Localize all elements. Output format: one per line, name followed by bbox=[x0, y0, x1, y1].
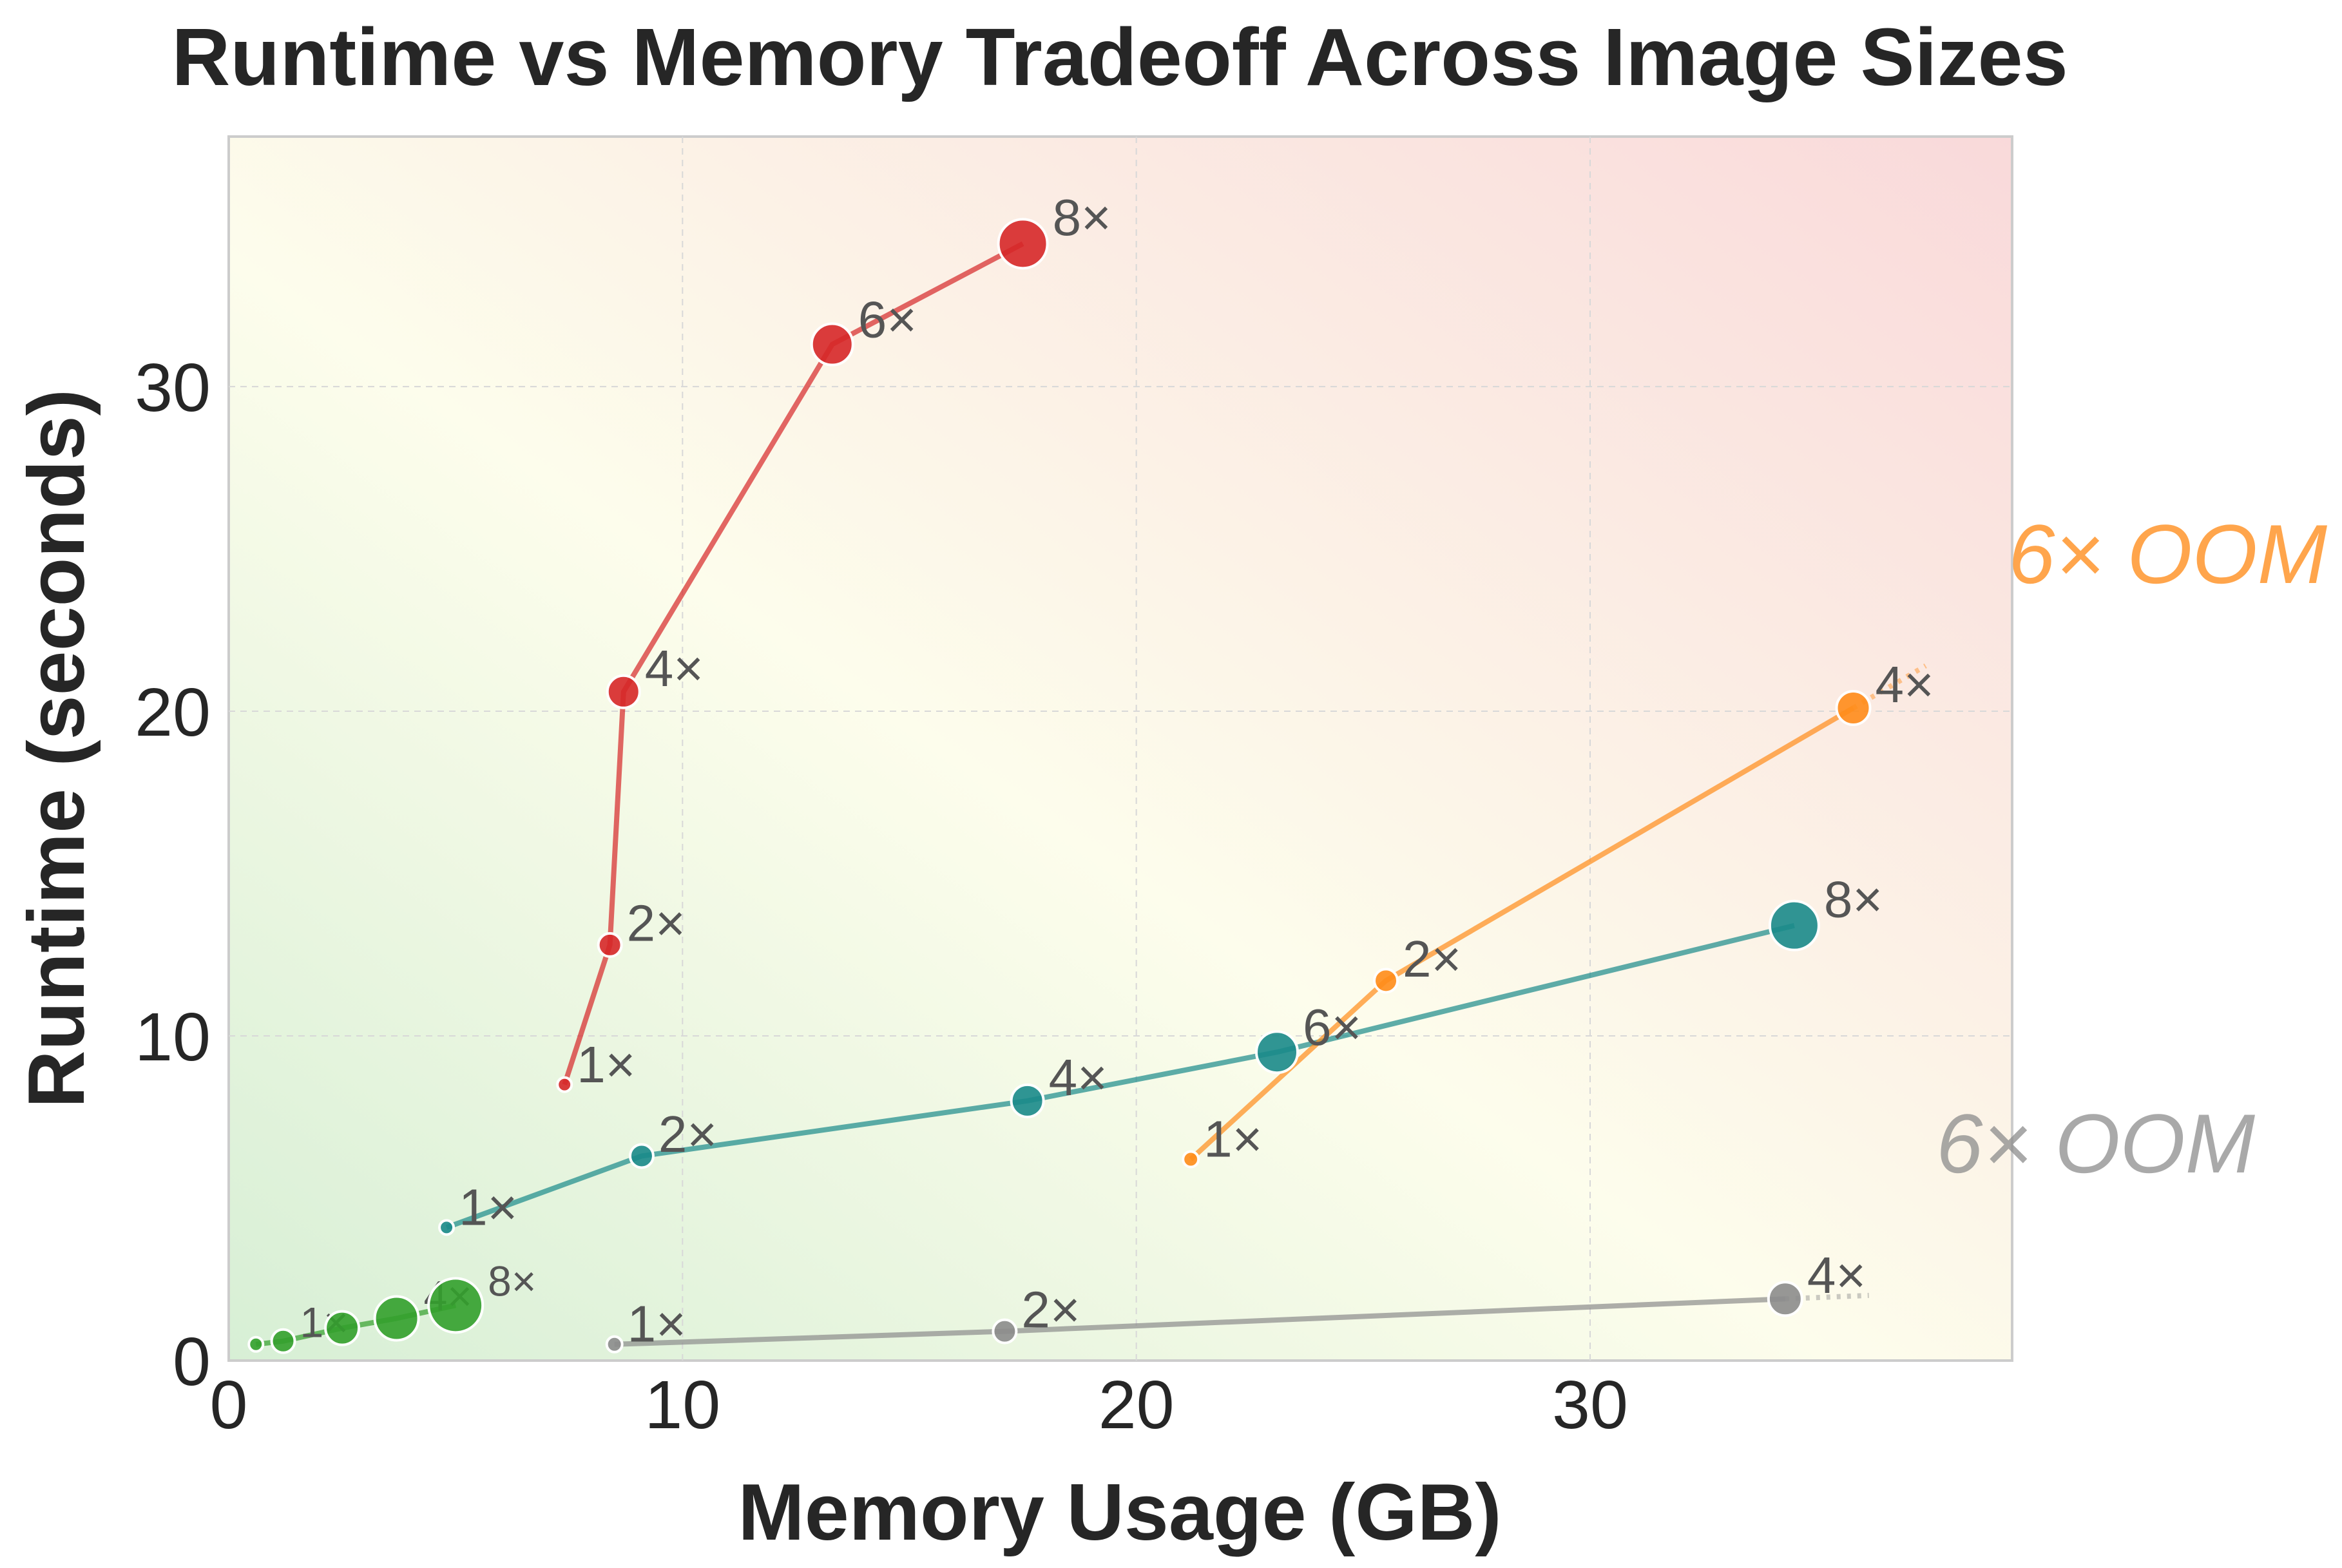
point-label: 4× bbox=[1875, 656, 1934, 713]
data-point bbox=[606, 674, 641, 709]
data-point bbox=[605, 1335, 624, 1353]
data-point bbox=[1010, 1083, 1045, 1118]
data-point bbox=[1254, 1030, 1299, 1075]
point-label: 1× bbox=[459, 1179, 517, 1236]
data-point bbox=[597, 932, 623, 958]
point-label: 6× bbox=[1303, 999, 1361, 1056]
oom-label: 6× OOM bbox=[2008, 507, 2328, 601]
y-tick-label: 30 bbox=[135, 350, 211, 426]
ticks-group: 0 10 20 30 0 10 20 30 bbox=[135, 350, 1628, 1443]
data-point bbox=[992, 1318, 1018, 1344]
data-point bbox=[373, 1295, 420, 1342]
marks-group: 1×2×4×6×8×1×2×4×6×8×1×2×4×6× OOM1×4×8×1×… bbox=[247, 189, 2328, 1354]
x-tick-label: 10 bbox=[644, 1367, 720, 1443]
data-point bbox=[997, 218, 1049, 270]
plot-background bbox=[227, 135, 2013, 1362]
x-tick-label: 0 bbox=[210, 1367, 248, 1443]
data-point bbox=[324, 1310, 361, 1346]
point-label: 6× bbox=[858, 291, 917, 348]
grid bbox=[229, 137, 2012, 1361]
data-point bbox=[556, 1076, 573, 1093]
point-label: 8× bbox=[488, 1257, 536, 1305]
data-point bbox=[438, 1219, 456, 1236]
point-label: 2× bbox=[627, 895, 686, 952]
data-point bbox=[247, 1335, 265, 1353]
data-point bbox=[1835, 690, 1872, 727]
y-tick-label: 0 bbox=[173, 1324, 211, 1400]
data-point bbox=[1767, 1281, 1803, 1317]
data-point bbox=[1768, 899, 1820, 951]
x-tick-label: 20 bbox=[1099, 1367, 1175, 1443]
point-label: 2× bbox=[1403, 930, 1461, 988]
point-label: 4× bbox=[1807, 1247, 1866, 1304]
point-label: 8× bbox=[1053, 189, 1111, 246]
x-tick-label: 30 bbox=[1552, 1367, 1628, 1443]
data-point bbox=[427, 1277, 485, 1334]
point-label: 4× bbox=[645, 640, 704, 697]
point-label: 1× bbox=[1204, 1110, 1262, 1167]
y-tick-label: 20 bbox=[135, 674, 211, 751]
data-point bbox=[810, 322, 854, 367]
point-label: 1× bbox=[577, 1036, 635, 1093]
oom-label: 6× OOM bbox=[1936, 1096, 2256, 1190]
data-point bbox=[1182, 1150, 1200, 1169]
point-label: 4× bbox=[1049, 1049, 1108, 1106]
point-label: 2× bbox=[658, 1105, 717, 1163]
y-axis-label: Runtime (seconds) bbox=[12, 389, 101, 1108]
x-axis-label: Memory Usage (GB) bbox=[738, 1468, 1501, 1557]
point-label: 1× bbox=[628, 1296, 686, 1353]
chart-title: Runtime vs Memory Tradeoff Across Image … bbox=[171, 12, 2068, 102]
data-point bbox=[1373, 968, 1399, 994]
data-point bbox=[270, 1328, 296, 1354]
point-label: 2× bbox=[1021, 1281, 1080, 1338]
y-tick-label: 10 bbox=[135, 999, 211, 1075]
data-point bbox=[628, 1143, 655, 1169]
point-label: 8× bbox=[1824, 870, 1883, 928]
